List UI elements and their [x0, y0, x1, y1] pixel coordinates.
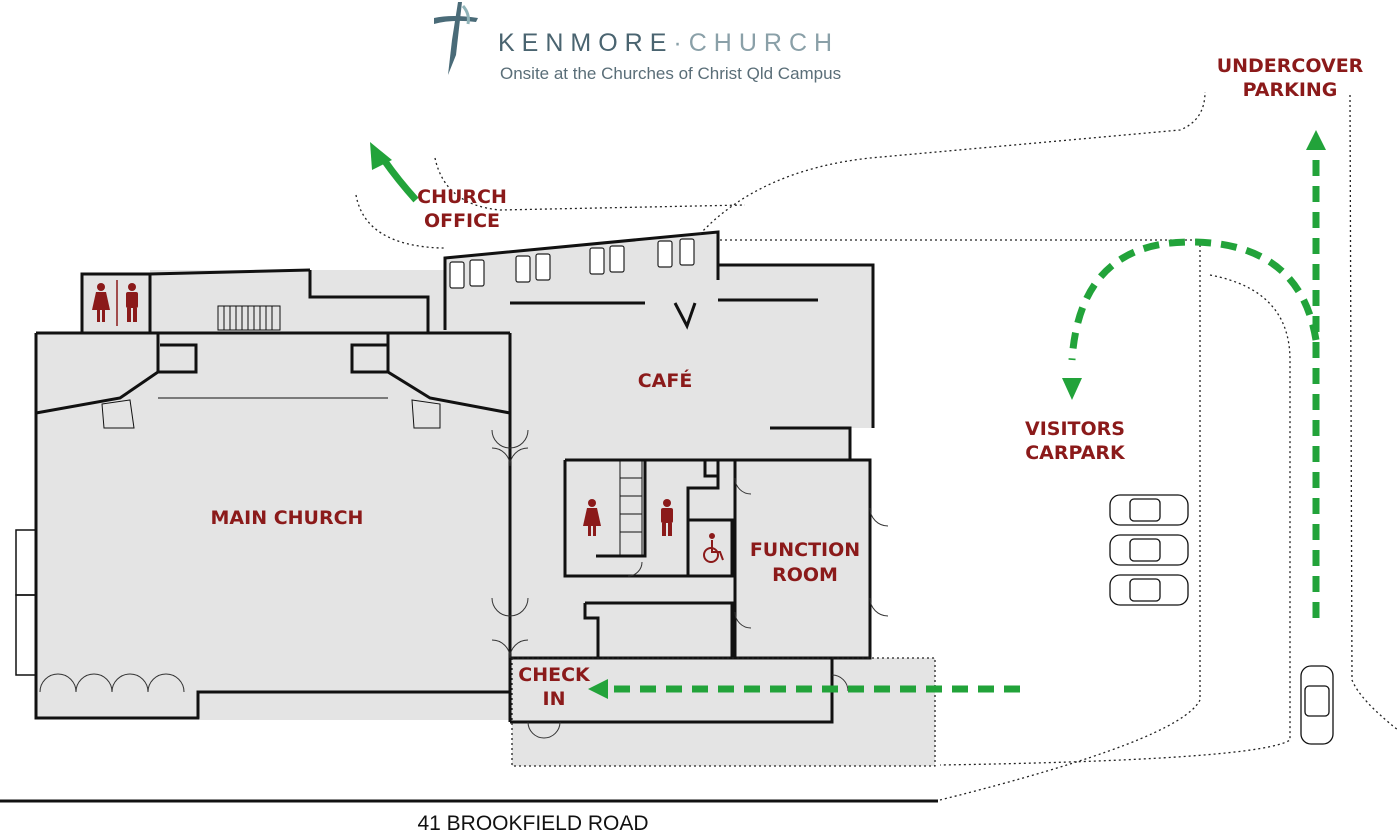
check-in-label-line2: IN	[543, 688, 566, 710]
site-paths	[355, 91, 1399, 801]
function-room-label-line1: FUNCTION	[750, 539, 860, 561]
check-in-label-line1: CHECK	[518, 664, 591, 686]
visitors-carpark-label-line1: VISITORS	[1025, 418, 1125, 440]
church-office-label-line2: OFFICE	[424, 210, 500, 232]
tagline: Onsite at the Churches of Christ Qld Cam…	[500, 64, 841, 83]
undercover-parking-label-line2: PARKING	[1243, 79, 1338, 101]
brand-separator: ·	[673, 29, 688, 57]
brand-name-kenmore: KENMORE	[498, 29, 673, 57]
road-label: 41 BROOKFIELD ROAD	[417, 812, 648, 832]
church-office-label-line1: CHURCH	[417, 186, 507, 208]
accessible-toilet-icon	[703, 533, 724, 563]
brand-name-church: CHURCH	[689, 29, 839, 57]
main-church-label: MAIN CHURCH	[211, 507, 364, 529]
male-toilet-icon	[126, 283, 138, 322]
doors	[39, 429, 889, 739]
logo: KENMORE·CHURCH Onsite at the Churches of…	[434, 2, 841, 83]
cross-logo-icon	[434, 2, 478, 75]
function-room-label-line2: ROOM	[772, 564, 838, 586]
outdoor-seating	[449, 238, 695, 289]
svg-text:KENMORE·CHURCH: KENMORE·CHURCH	[498, 29, 839, 57]
car-icon	[1109, 494, 1334, 745]
stairs	[101, 305, 643, 557]
cafe-label: CAFÉ	[638, 369, 693, 392]
building-floor	[36, 232, 935, 766]
direction-arrows	[370, 130, 1326, 699]
undercover-parking-label-line1: UNDERCOVER	[1217, 55, 1364, 77]
building-walls	[15, 230, 875, 724]
female-toilet-icon	[92, 283, 110, 322]
female-toilet-icon	[583, 499, 601, 536]
visitors-carpark-label-line2: CARPARK	[1025, 442, 1126, 464]
male-toilet-icon	[661, 499, 673, 536]
